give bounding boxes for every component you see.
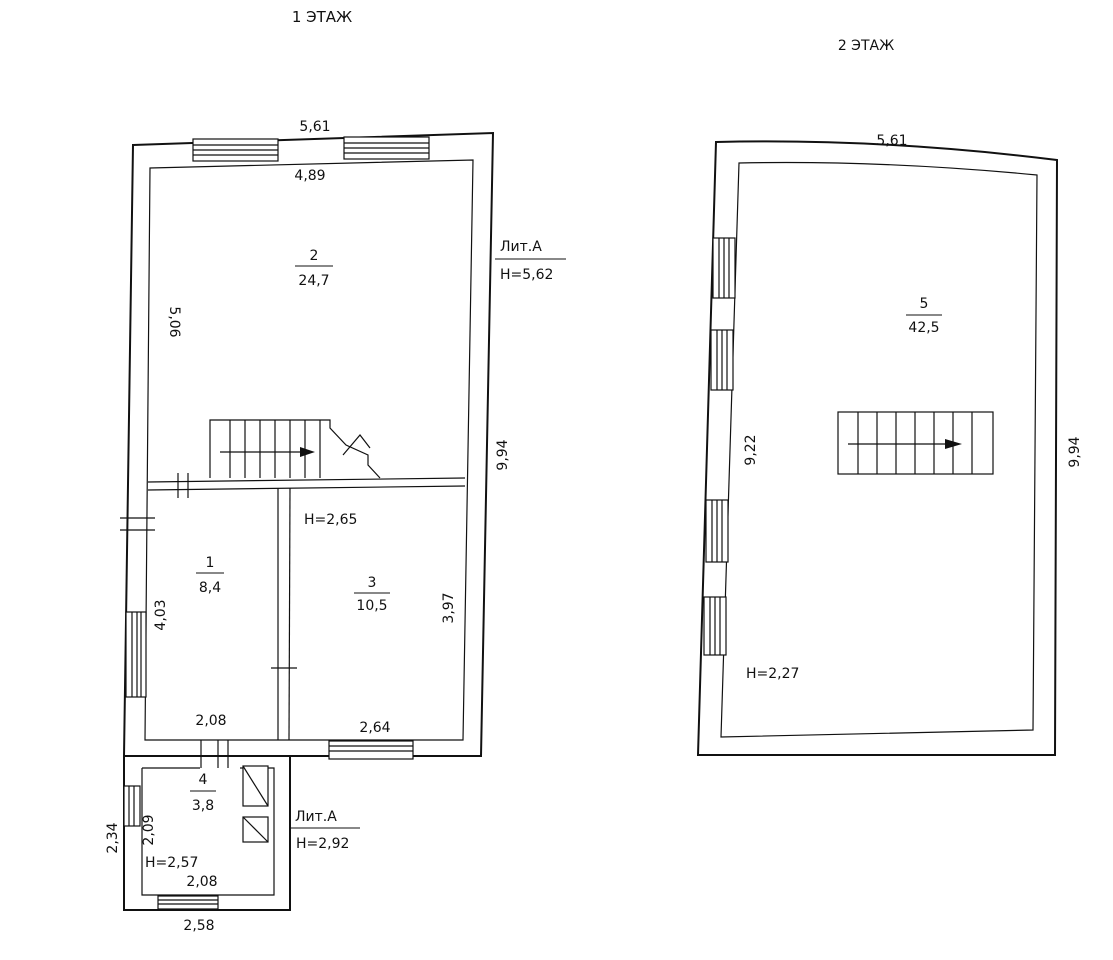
floor1-dim-room2-left: 5,06 xyxy=(166,306,182,337)
floor1-room-1-label: 1 8,4 xyxy=(196,555,224,596)
floor2-title: 2 ЭТАЖ xyxy=(838,38,894,54)
floor1-main-walls xyxy=(122,131,495,757)
floor1-dim-annex-left-inner: 2,09 xyxy=(141,814,157,845)
floor1-dim-room1-left: 4,03 xyxy=(153,599,169,630)
room-number: 1 xyxy=(206,555,215,571)
floor2-dim-right-outer: 9,94 xyxy=(1067,436,1083,467)
floor2-room-5-label: 5 42,5 xyxy=(906,296,942,336)
floor2-walls xyxy=(696,140,1059,756)
floor1-annex-walls xyxy=(123,756,291,911)
room-number: 3 xyxy=(368,575,377,591)
room-number: 5 xyxy=(920,296,929,312)
floor2-window-left-2 xyxy=(710,329,734,391)
floor1-dim-annex-left-outer: 2,34 xyxy=(105,822,121,853)
floor1-height-annex: H=2,57 xyxy=(145,855,198,871)
room-number: 4 xyxy=(199,772,208,788)
floor1-liter-annex: Лит.А H=2,92 xyxy=(290,809,360,852)
liter-height: H=5,62 xyxy=(500,267,553,283)
floor1-window-left xyxy=(125,611,147,698)
floor1-staircase xyxy=(209,419,381,479)
room-number: 2 xyxy=(310,248,319,264)
floor1-height-room3: H=2,65 xyxy=(304,512,357,528)
floor2-window-left-4 xyxy=(703,596,727,656)
room-area: 42,5 xyxy=(908,320,939,336)
liter-name: Лит.А xyxy=(500,239,542,255)
floor1-room-2-label: 2 24,7 xyxy=(295,248,333,289)
floor2-staircase xyxy=(837,411,994,475)
floor1-dim-room3-bottom: 2,64 xyxy=(359,720,390,736)
floor2-window-left-1 xyxy=(712,237,736,299)
floor2-dim-top-outer: 5,61 xyxy=(876,133,907,149)
floor2-window-left-3 xyxy=(705,499,729,563)
floor1-window-top-right xyxy=(343,136,430,160)
room-area: 8,4 xyxy=(199,580,221,596)
floor1-dim-top-inner: 4,89 xyxy=(294,168,325,184)
floor1-dim-annex-outer-bottom: 2,58 xyxy=(183,918,214,934)
floor1-door-marks xyxy=(120,473,297,768)
floor1-room-3-label: 3 10,5 xyxy=(354,575,390,614)
floor1-window-top-left xyxy=(192,138,279,162)
floor2-height-room5: H=2,27 xyxy=(746,666,799,682)
floor1-dim-top-outer: 5,61 xyxy=(299,119,330,135)
floor1-dim-room3-right: 3,97 xyxy=(441,592,457,623)
floor1-dim-right-outer: 9,94 xyxy=(495,439,511,470)
floor1-window-bottom xyxy=(328,740,414,760)
floor1-liter-main: Лит.А H=5,62 xyxy=(495,239,566,283)
floor1-dim-annex-inner-bottom: 2,08 xyxy=(186,874,217,890)
floor1-dim-room1-bottom: 2,08 xyxy=(195,713,226,729)
liter-name: Лит.А xyxy=(295,809,337,825)
room-area: 10,5 xyxy=(356,598,387,614)
liter-height: H=2,92 xyxy=(296,836,349,852)
room-area: 24,7 xyxy=(298,273,329,289)
floor1-title: 1 ЭТАЖ xyxy=(292,8,352,26)
floor2-dim-left-inner: 9,22 xyxy=(743,434,759,465)
room-area: 3,8 xyxy=(192,798,214,814)
floor1-room-4-label: 4 3,8 xyxy=(190,772,216,814)
